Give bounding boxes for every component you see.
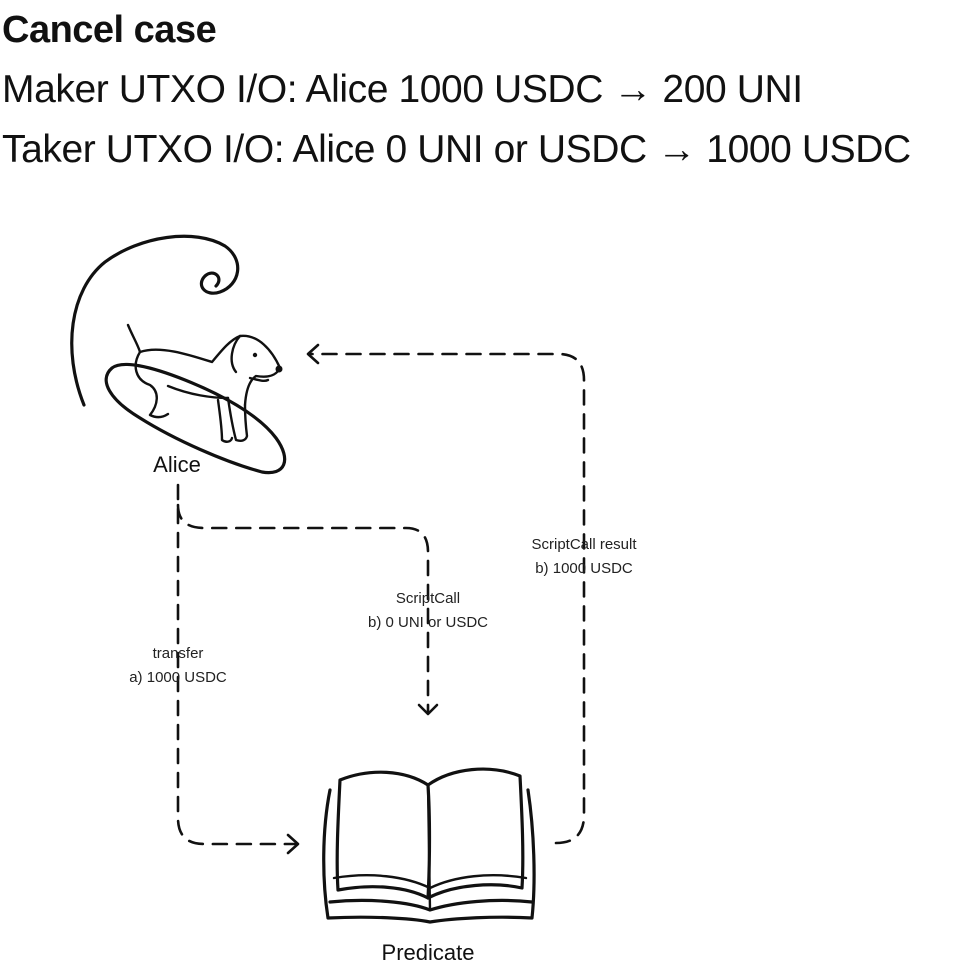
script-call-arrowhead <box>417 703 439 716</box>
script-call-result-label-line2: b) 1000 USDC <box>535 560 633 577</box>
page-title: Cancel case <box>2 9 217 51</box>
transfer-label-line1: transfer <box>153 645 204 662</box>
transfer-line <box>176 483 298 846</box>
script-call-result-arrowhead <box>306 343 320 365</box>
script-call-result-edge: ScriptCall result b) 1000 USDC <box>306 343 637 845</box>
predicate-label: Predicate <box>382 940 475 965</box>
dog-on-surfboard-icon <box>70 234 287 475</box>
alice-label: Alice <box>153 452 201 477</box>
script-call-label-line1: ScriptCall <box>396 590 460 607</box>
script-call-edge: ScriptCall b) 0 UNI or USDC <box>176 503 488 716</box>
header: Cancel case Maker UTXO I/O: Alice 1000 U… <box>2 0 966 180</box>
script-call-result-label-line1: ScriptCall result <box>531 536 637 553</box>
transfer-edge: transfer a) 1000 USDC <box>129 483 300 855</box>
transfer-label-line2: a) 1000 USDC <box>129 669 227 686</box>
transfer-arrowhead <box>286 833 300 855</box>
script-call-label-line2: b) 0 UNI or USDC <box>368 614 488 631</box>
script-call-line <box>176 503 430 714</box>
maker-io-line: Maker UTXO I/O: Alice 1000 USDC → 200 UN… <box>2 68 803 111</box>
script-call-result-line <box>308 352 586 845</box>
open-book-icon <box>322 767 536 924</box>
taker-io-line: Taker UTXO I/O: Alice 0 UNI or USDC → 10… <box>2 128 911 171</box>
